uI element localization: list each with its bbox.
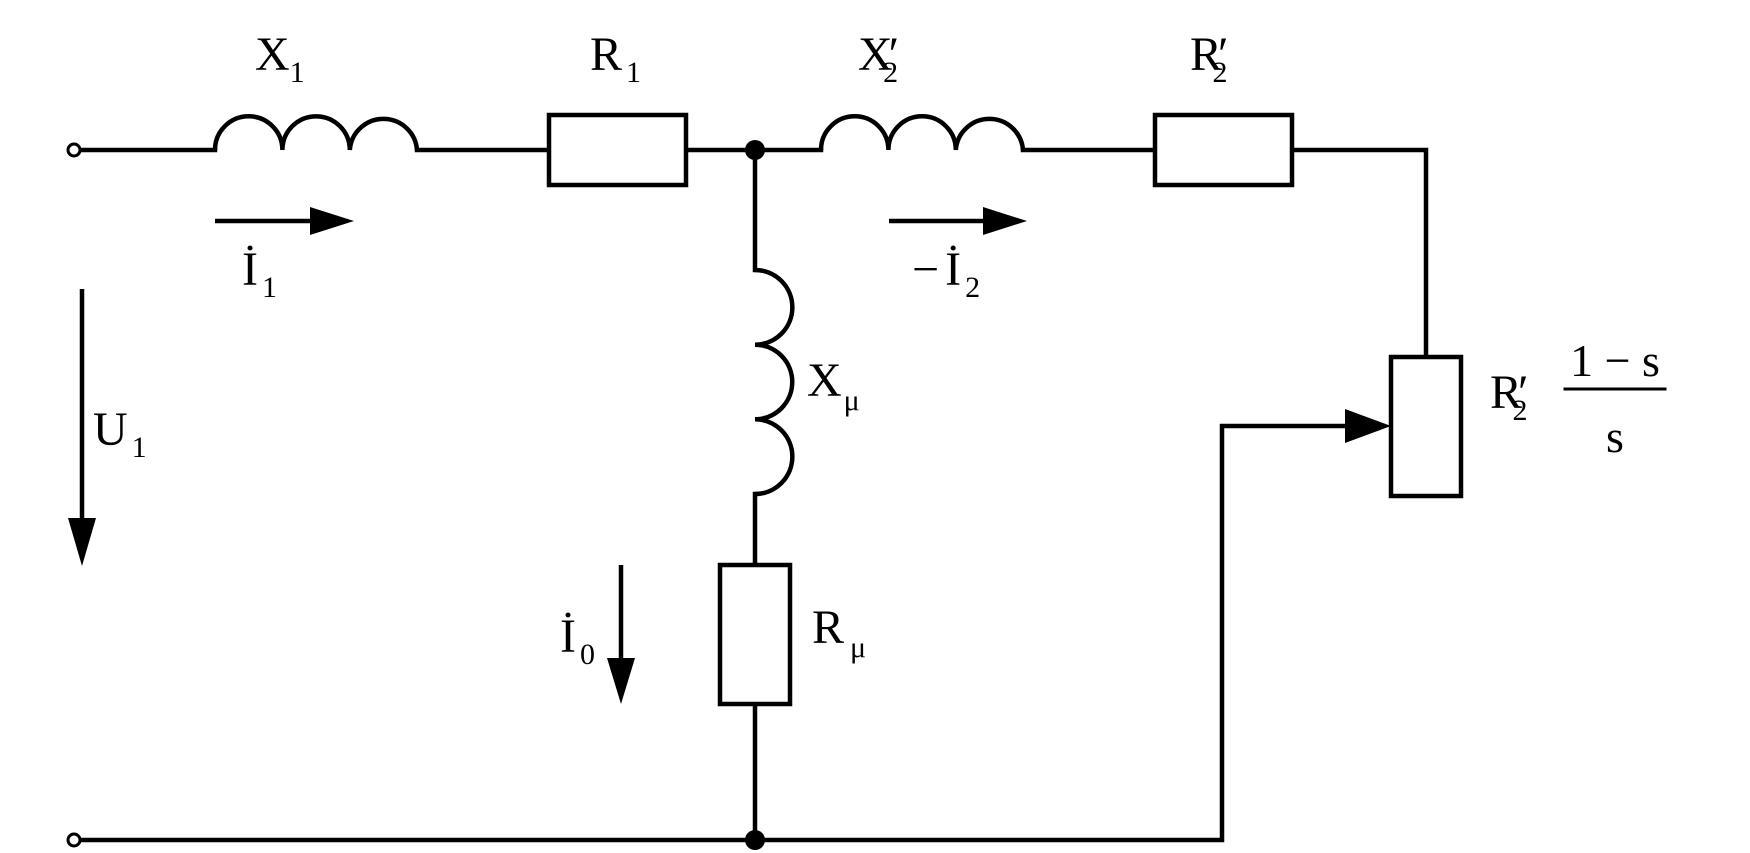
svg-text:R′2: R′2: [1490, 366, 1529, 427]
i0-arrow: [607, 565, 635, 704]
wire-bottom-return: [71, 423, 1348, 843]
label-r2-prime: R′2: [1190, 28, 1229, 89]
label-x2-prime: X′2: [858, 28, 899, 89]
label-xmu: Xμ: [807, 354, 860, 417]
junction-bottom: [745, 830, 765, 850]
load-numerator: 1 − s: [1570, 335, 1660, 386]
load-denominator: s: [1606, 411, 1624, 462]
inductor-x1: [212, 114, 420, 151]
resistor-r2-prime: [1152, 112, 1295, 188]
u1-arrow: [68, 289, 96, 566]
label-x1: X1: [255, 28, 305, 89]
inductor-x2-prime: [818, 114, 1026, 151]
i1-arrow: [215, 207, 354, 235]
wire-r2-load: [1289, 147, 1429, 360]
label-load: R′2 1 − s s: [1490, 335, 1667, 462]
load-arrowhead: [1345, 409, 1391, 443]
i2-arrow: [889, 207, 1027, 235]
resistor-r1: [546, 112, 689, 188]
resistor-rmu: [717, 562, 793, 707]
resistor-load: [1388, 354, 1464, 499]
terminal-top: [66, 142, 82, 158]
terminal-bottom: [66, 832, 82, 848]
junction-top: [745, 140, 765, 160]
inductor-xmu: [754, 267, 795, 497]
